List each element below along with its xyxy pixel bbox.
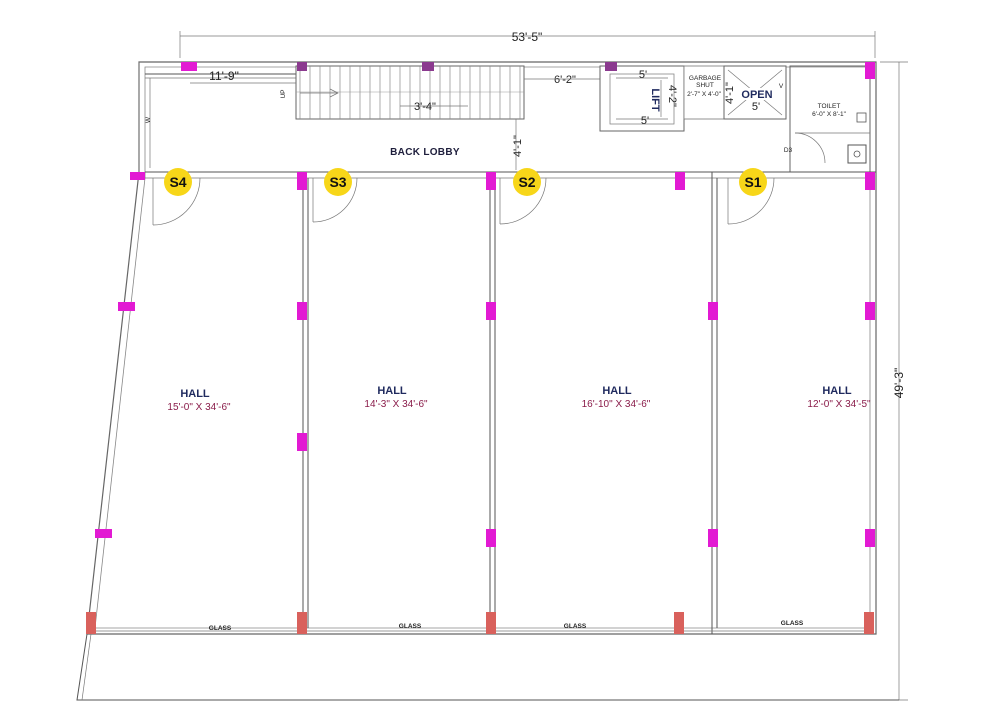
glass-label: GLASS	[564, 623, 587, 630]
structural-column	[297, 433, 307, 451]
hall-name: HALL	[377, 385, 407, 397]
hall-size: 16'-10" X 34'-6"	[582, 399, 651, 410]
shop-badge-s2[interactable]: S2	[513, 168, 541, 196]
shop-doors	[152, 177, 775, 226]
columns	[86, 62, 875, 634]
back-wall	[145, 73, 296, 168]
structural-column	[118, 302, 135, 311]
glass-label: GLASS	[781, 620, 804, 627]
structural-column	[865, 529, 875, 547]
structural-column	[865, 172, 875, 190]
structural-column	[486, 529, 496, 547]
overall-width-dimension: 53'-5"	[179, 30, 876, 58]
structural-column	[708, 302, 718, 320]
toilet-size: 6'-0" X 8'-1"	[812, 111, 847, 118]
toilet: TOILET 6'-0" X 8'-1" D3	[784, 65, 871, 173]
structural-column	[95, 529, 112, 538]
structural-column	[422, 62, 434, 71]
structural-column	[865, 302, 875, 320]
structural-column	[864, 612, 874, 634]
stair-width-label: 3'-4"	[414, 101, 436, 113]
badge-circle	[164, 168, 192, 196]
badge-circle	[739, 168, 767, 196]
shop-partitions	[302, 172, 718, 634]
garbage-size: 2'-7" X 4'-0"	[687, 91, 722, 98]
lift-label: LIFT	[649, 88, 661, 111]
hall-name: HALL	[180, 388, 210, 400]
up-arrow-label: UP	[280, 89, 287, 98]
shop-badge-s4[interactable]: S4	[164, 168, 192, 196]
open-mark: V	[779, 83, 784, 90]
hall-s3: HALL 14'-3" X 34'-6" GLASS	[364, 385, 428, 630]
window-mark: W	[145, 116, 152, 123]
structural-column	[486, 172, 496, 190]
lift-side-label: 4'-2"	[666, 85, 678, 107]
structural-column	[486, 612, 496, 634]
hall-s4: HALL 15'-0" X 34'-6" GLASS	[167, 388, 231, 632]
structural-column	[486, 302, 496, 320]
hall-name: HALL	[822, 385, 852, 397]
hall-s2: HALL 16'-10" X 34'-6" GLASS	[564, 385, 651, 630]
hall-size: 12'-0" X 34'-5"	[807, 399, 871, 410]
lift-top-label: 5'	[639, 69, 647, 81]
shop-badge-label: S3	[329, 174, 346, 190]
staircase: UP 3'-4"	[280, 65, 525, 120]
back-width-label: 11'-9"	[209, 69, 239, 83]
glass-label: GLASS	[399, 623, 422, 630]
shop-badge-s1[interactable]: S1	[739, 168, 767, 196]
outer-walls	[76, 61, 899, 701]
shop-badge-label: S2	[518, 174, 535, 190]
structural-column	[708, 529, 718, 547]
structural-column	[297, 62, 307, 71]
structural-column	[865, 62, 875, 79]
open-side-label: 4'-1"	[724, 82, 736, 104]
open-label: OPEN	[741, 89, 772, 101]
overall-depth-label: 49'-3"	[892, 368, 906, 399]
structural-column	[297, 612, 307, 634]
glass-label: GLASS	[209, 625, 232, 632]
back-lobby-label: BACK LOBBY	[390, 147, 460, 158]
hall-s1: HALL 12'-0" X 34'-5" GLASS	[781, 385, 871, 627]
hall-size: 14'-3" X 34'-6"	[364, 399, 428, 410]
lobby-depth-label: 4'-1"	[512, 135, 524, 157]
overall-depth-dimension: 49'-3"	[880, 61, 908, 701]
structural-column	[297, 172, 307, 190]
badge-circle	[324, 168, 352, 196]
lift-shaft: 5' 5' 4'-2" LIFT	[599, 65, 685, 132]
structural-column	[181, 62, 197, 71]
open-bottom-label: 5'	[752, 101, 760, 113]
hall-size: 15'-0" X 34'-6"	[167, 402, 231, 413]
structural-column	[605, 62, 617, 71]
structural-column	[86, 612, 96, 634]
structural-column	[674, 612, 684, 634]
toilet-title: TOILET	[818, 103, 841, 110]
structural-column	[130, 172, 145, 180]
shop-badge-label: S4	[169, 174, 186, 190]
lobby-run-label: 6'-2"	[554, 74, 576, 86]
structural-column	[297, 302, 307, 320]
shop-badge-s3[interactable]: S3	[324, 168, 352, 196]
overall-width-label: 53'-5"	[512, 30, 543, 44]
shop-badge-label: S1	[744, 174, 761, 190]
door-d3-label: D3	[784, 147, 793, 154]
badge-circle	[513, 168, 541, 196]
open-shaft: OPEN 5' 4'-1" V	[723, 65, 787, 120]
structural-column	[675, 172, 685, 190]
hall-name: HALL	[602, 385, 632, 397]
lift-bottom-label: 5'	[641, 115, 649, 127]
